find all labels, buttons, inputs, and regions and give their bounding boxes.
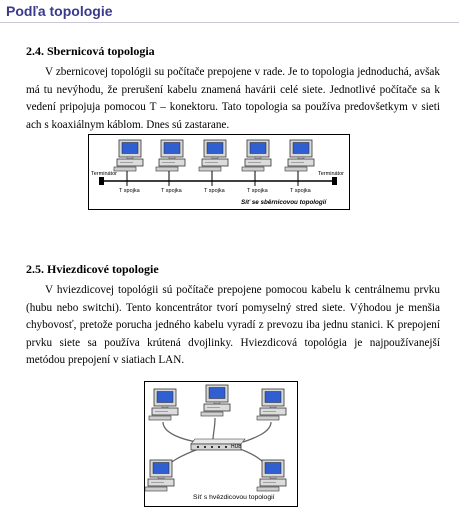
t-connector-label: T spojka [161, 188, 183, 194]
terminator-right-icon [332, 177, 337, 185]
section-paragraph-bus: V zbernicovej topológii su počítače prep… [26, 66, 440, 131]
terminator-right-label: Terminátor [318, 171, 344, 177]
hub-icon [190, 438, 246, 451]
t-connector-label: T spojka [204, 188, 226, 194]
t-connector-label: T spojka [247, 188, 269, 194]
section-heading-star: 2.5. Hviezdicové topologie [26, 262, 159, 276]
t-connector-label: T spojka [119, 188, 141, 194]
bus-computer-icon [284, 139, 315, 172]
star-computer-icon [144, 459, 175, 492]
bus-topology-figure: Terminátor Terminátor T spojka T spojka … [88, 134, 350, 210]
title-divider [0, 22, 459, 23]
terminator-left-icon [99, 177, 104, 185]
terminator-left-label: Terminátor [91, 171, 117, 177]
bus-computer-icon [241, 139, 272, 172]
star-topology-figure: HUB Síť s hvězdicovou topologií [144, 381, 298, 507]
star-figure-caption: Síť s hvězdicovou topologií [193, 494, 275, 501]
star-computer-icon [256, 459, 287, 492]
page-title: Podľa topologie [6, 3, 113, 19]
star-topology-diagram: HUB Síť s hvězdicovou topologií [144, 384, 287, 501]
star-computer-icon [256, 388, 287, 421]
bus-computer-icon [155, 139, 186, 172]
bus-topology-diagram: Terminátor Terminátor T spojka T spojka … [91, 139, 344, 206]
bus-computer-icon [113, 139, 144, 172]
star-computer-icon [200, 384, 231, 417]
star-computer-icon [148, 388, 179, 421]
t-connector-label: T spojka [290, 188, 312, 194]
section-paragraph-star: V hviezdicovej topológii sú počítače pre… [26, 284, 440, 366]
bus-figure-caption: Síť se sběrnicovou topologií [241, 199, 327, 206]
section-heading-bus: 2.4. Sbernicová topologia [26, 44, 155, 58]
hub-label: HUB [231, 444, 242, 450]
bus-computer-icon [198, 139, 229, 172]
